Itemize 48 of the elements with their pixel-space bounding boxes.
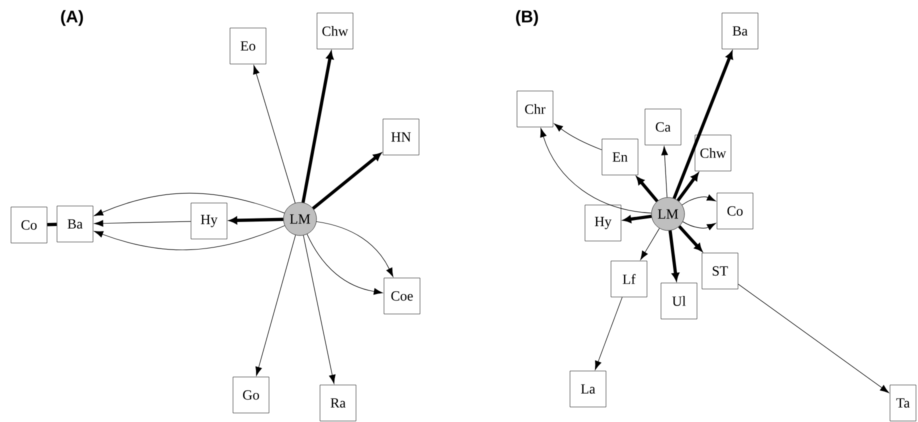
label-box: Lf	[610, 260, 648, 298]
arrow	[94, 192, 285, 216]
arrow	[676, 173, 699, 202]
label-box: Ra	[320, 384, 356, 422]
label-box: Co	[716, 192, 754, 230]
label-box: Ul	[660, 282, 698, 320]
arrow	[594, 296, 623, 370]
panel-label: (B)	[516, 10, 538, 26]
label-box: Ba	[56, 206, 94, 242]
arrow	[738, 284, 890, 393]
label-box: HN	[382, 118, 420, 156]
arrow	[312, 152, 382, 210]
arrow	[230, 216, 284, 224]
label-box: Hy	[190, 202, 228, 240]
label-box: ST	[702, 252, 738, 290]
label-box: Coe	[384, 278, 420, 314]
arrow	[672, 51, 733, 200]
arrow	[640, 228, 660, 260]
arrow	[94, 220, 192, 227]
label-box: Eo	[230, 28, 266, 64]
label-box: Chw	[694, 134, 732, 172]
label-box: Chw	[316, 12, 354, 50]
arrow	[661, 146, 668, 198]
label-box: Co	[10, 206, 48, 244]
arrow	[255, 234, 296, 376]
arrow	[303, 235, 336, 384]
label-box: Ta	[890, 384, 916, 422]
arrow	[682, 194, 716, 206]
arrow	[94, 225, 285, 250]
arrow	[624, 214, 652, 223]
label-box: Ba	[722, 12, 758, 50]
arrow	[306, 234, 383, 295]
label-box: Ca	[644, 108, 682, 146]
label-box: Hy	[584, 204, 622, 242]
panel-label: (A)	[61, 10, 83, 26]
label-box: La	[570, 370, 606, 408]
label-box: En	[602, 138, 638, 176]
arrow	[678, 225, 702, 252]
arrow	[253, 65, 296, 204]
arrow	[540, 128, 652, 214]
label-box: Chr	[516, 90, 554, 128]
arrow	[668, 230, 680, 280]
label-box: Go	[232, 376, 270, 414]
arrow	[554, 123, 602, 150]
arrow	[302, 52, 334, 203]
arrow	[636, 176, 658, 202]
arrow	[682, 221, 716, 230]
arrow	[316, 221, 394, 277]
